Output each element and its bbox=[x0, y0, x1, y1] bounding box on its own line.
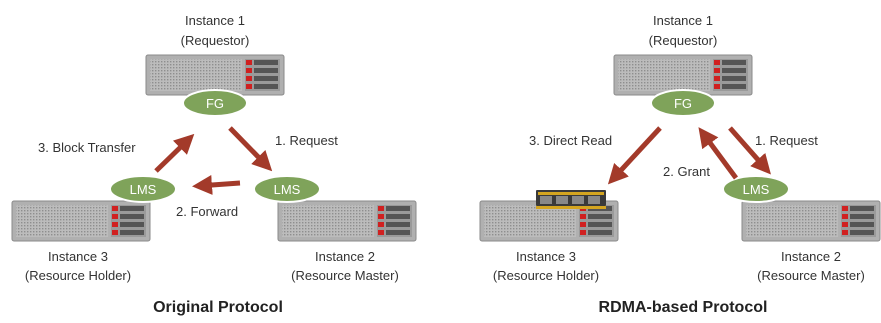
right-step-direct-read: 3. Direct Read bbox=[529, 133, 612, 148]
left-forward-arrow bbox=[192, 175, 241, 195]
left-lms-holder-node: LMS bbox=[109, 175, 177, 203]
left-lms-holder-label: LMS bbox=[130, 182, 157, 197]
left-block-transfer-arrow bbox=[154, 133, 195, 173]
left-request-arrow bbox=[228, 126, 273, 172]
left-instance3-name: Instance 3 bbox=[48, 249, 108, 264]
right-instance2-role: (Resource Master) bbox=[757, 268, 865, 283]
right-request-arrow bbox=[728, 126, 771, 175]
left-instance2-server-icon bbox=[277, 200, 417, 242]
left-panel: Instance 1 (Requestor) Instance 3 (Resou… bbox=[11, 13, 417, 316]
left-fg-node: FG bbox=[182, 89, 248, 117]
left-lms-master-label: LMS bbox=[274, 182, 301, 197]
left-instance2-role: (Resource Master) bbox=[291, 268, 399, 283]
right-instance1-name: Instance 1 bbox=[653, 13, 713, 28]
left-instance1-name: Instance 1 bbox=[185, 13, 245, 28]
left-step-request: 1. Request bbox=[275, 133, 338, 148]
right-step-grant: 2. Grant bbox=[663, 164, 710, 179]
right-grant-arrow bbox=[698, 127, 739, 180]
right-direct-read-arrow bbox=[607, 126, 662, 185]
right-instance2-server-icon bbox=[741, 200, 881, 242]
right-lms-master-label: LMS bbox=[743, 182, 770, 197]
left-instance1-role: (Requestor) bbox=[181, 33, 250, 48]
right-instance2-name: Instance 2 bbox=[781, 249, 841, 264]
right-fg-label: FG bbox=[674, 96, 692, 111]
right-instance1-role: (Requestor) bbox=[649, 33, 718, 48]
right-step-request: 1. Request bbox=[755, 133, 818, 148]
right-instance3-name: Instance 3 bbox=[516, 249, 576, 264]
left-instance3-server-icon bbox=[11, 200, 151, 242]
right-instance3-role: (Resource Holder) bbox=[493, 268, 599, 283]
right-title: RDMA-based Protocol bbox=[599, 299, 768, 316]
right-fg-node: FG bbox=[650, 89, 716, 117]
left-fg-label: FG bbox=[206, 96, 224, 111]
left-title: Original Protocol bbox=[153, 299, 283, 316]
left-step-forward: 2. Forward bbox=[176, 204, 238, 219]
left-instance2-name: Instance 2 bbox=[315, 249, 375, 264]
memory-module-icon bbox=[536, 190, 606, 209]
right-panel: Instance 1 (Requestor) Instance 3 (Resou… bbox=[479, 13, 881, 316]
left-instance3-role: (Resource Holder) bbox=[25, 268, 131, 283]
right-lms-master-node: LMS bbox=[722, 175, 790, 203]
left-step-block-transfer: 3. Block Transfer bbox=[38, 140, 136, 155]
left-lms-master-node: LMS bbox=[253, 175, 321, 203]
